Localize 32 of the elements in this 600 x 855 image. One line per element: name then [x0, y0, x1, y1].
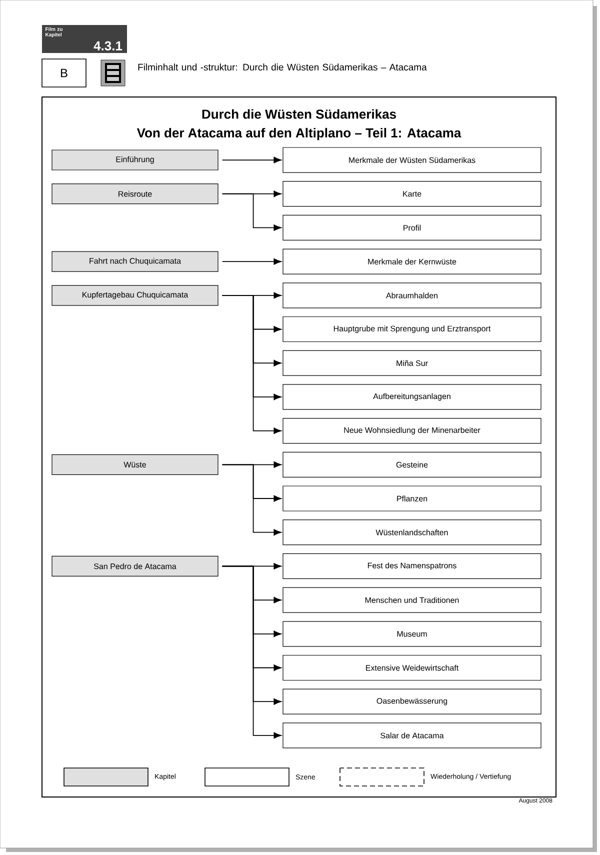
arrow: [222, 193, 282, 231]
chapter-box: Fahrt nach Chuquicamata: [52, 251, 218, 272]
scene-box: Profil: [282, 214, 542, 241]
letter-box: B: [42, 58, 86, 88]
arrow: [222, 294, 282, 434]
heading-text: Filminhalt und -struktur: Durch die Wüsten Südamerikas – Atacama: [138, 64, 427, 71]
chapter-box: Kupfertagebau Chuquicamata: [52, 285, 218, 306]
scene-box: Museum: [282, 621, 542, 647]
scene-box: Pflanzen: [282, 486, 542, 512]
scene-box: Miña Sur: [282, 350, 542, 376]
scene-box: Gesteine: [282, 452, 542, 478]
scene-box: Menschen und Traditionen: [282, 587, 542, 613]
arrow: [222, 464, 282, 536]
scene-box: Extensive Weidewirtschaft: [282, 654, 542, 681]
scene-box: Karte: [282, 181, 542, 207]
scene-box: Merkmale der Kernwüste: [282, 248, 542, 274]
arrow: [222, 566, 282, 739]
scene-box: Neue Wohnsiedlung der Minenarbeiter: [282, 418, 542, 444]
scene-box: Wüstenlandschaften: [282, 520, 542, 546]
scene-box: Aufbereitungsanlagen: [282, 384, 542, 410]
scene-box: Oasenbewässerung: [282, 688, 542, 714]
scene-box: Hauptgrube mit Sprengung und Erztransport: [282, 316, 542, 342]
scene-box: Abraumhalden: [282, 282, 542, 308]
scene-box: Salar de Atacama: [282, 722, 542, 748]
chapter-box: Reisroute: [52, 184, 218, 204]
chapter-box: Einführung: [52, 150, 218, 170]
scene-box: Merkmale der Wüsten Südamerikas: [282, 147, 542, 173]
chapter-box: San Pedro de Atacama: [52, 556, 218, 576]
arrow: [222, 258, 282, 265]
scene-box: Fest des Namenspatrons: [282, 553, 542, 579]
chapter-box: Wüste: [52, 454, 218, 475]
arrow: [222, 156, 282, 164]
